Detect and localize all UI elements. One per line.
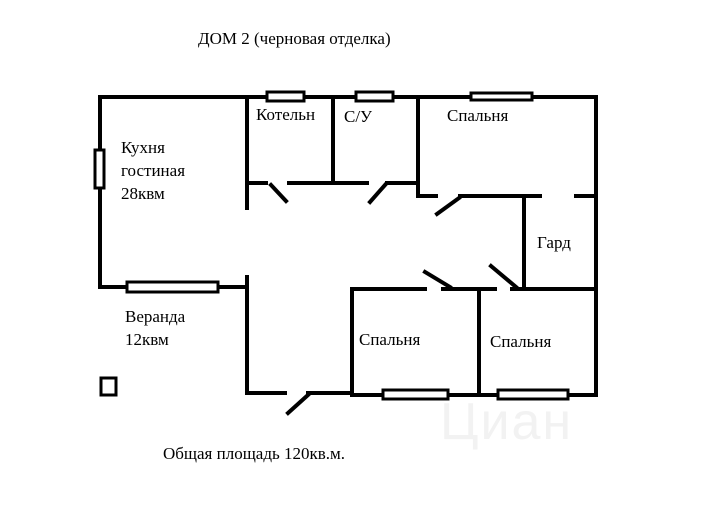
total-area: Общая площадь 120кв.м. — [163, 444, 346, 463]
window-bedroom-mid — [381, 388, 450, 401]
room-label-veranda-line1: Веранда — [125, 307, 186, 326]
room-label-kitchen-line1: Кухня — [121, 138, 165, 157]
door-bath — [367, 182, 388, 205]
door-bedroom-top — [434, 195, 462, 217]
room-label-kitchen-line2: гостиная — [121, 161, 186, 180]
wall-corridor-lower-left — [245, 275, 287, 395]
watermark: Циан — [440, 393, 574, 451]
room-label-kitchen: Кухня гостиная 28квм — [121, 136, 185, 205]
door-entry — [285, 392, 311, 416]
room-label-kitchen-line3: 28квм — [121, 184, 165, 203]
wall-bath-right — [416, 95, 438, 198]
room-label-bedroom-top: Спальня — [447, 106, 509, 125]
window-kitchen-left — [93, 148, 106, 190]
room-label-bedroom-mid: Спальня — [359, 330, 421, 349]
veranda-post — [99, 376, 118, 397]
door-bedroom-mid — [422, 269, 453, 290]
window-bedroom-right — [496, 388, 570, 401]
door-bedroom-right — [488, 263, 519, 290]
room-label-wardrobe: Гард — [537, 233, 571, 252]
plan-title: ДОМ 2 (черновая отделка) — [198, 29, 391, 48]
door-boiler — [268, 182, 289, 204]
room-label-bathroom: С/У — [344, 107, 373, 126]
window-boiler — [265, 90, 306, 103]
room-label-veranda: Веранда 12квм — [125, 305, 185, 351]
window-veranda — [125, 280, 220, 294]
room-label-bedroom-right: Спальня — [490, 332, 552, 351]
window-bath — [354, 90, 395, 103]
window-bedroom-top — [469, 91, 534, 102]
room-label-veranda-line2: 12квм — [125, 330, 169, 349]
room-label-boiler: Котельн — [256, 105, 316, 124]
